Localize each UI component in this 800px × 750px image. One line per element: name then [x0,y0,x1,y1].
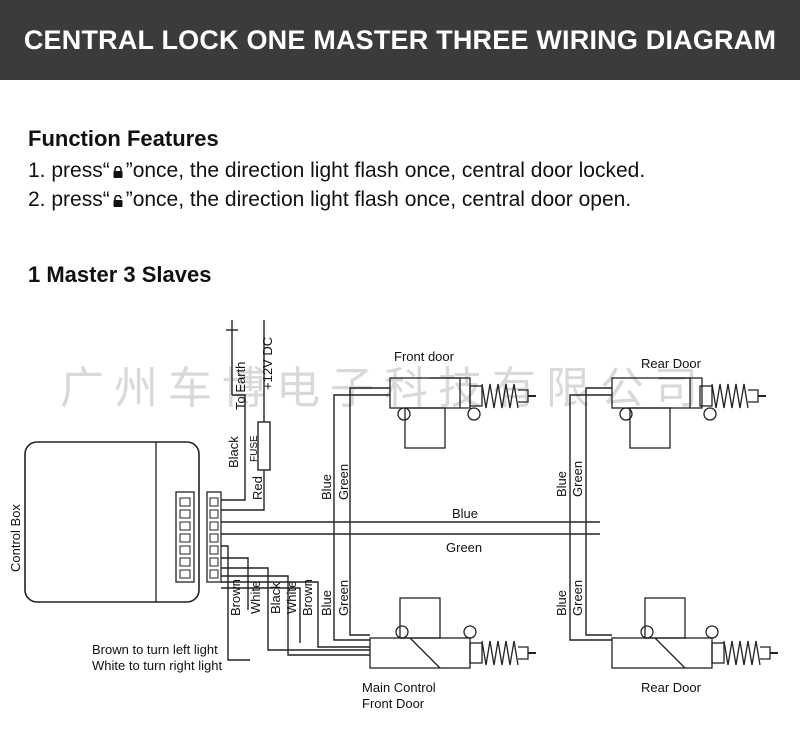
rear-bottom-green-label: Green [570,580,585,616]
fuse-label: FUSE [249,435,260,462]
rear-bottom-blue-label: Blue [554,590,569,616]
control-box: Control Box [8,441,222,603]
master-label-line2: Front Door [362,696,425,711]
bus-green-label: Green [446,540,482,555]
feature-1-suffix: ”once, the direction light flash once, c… [125,159,646,182]
lock-open-icon [113,195,123,207]
rear-door-top-label: Rear Door [641,356,702,371]
features-heading: Function Features [28,126,219,151]
feature-1-prefix: 1. press“ [28,159,110,182]
rear-door-bottom-label: Rear Door [641,680,702,695]
rear-door-bottom-actuator [611,597,779,669]
white-note: White to turn right light [92,658,222,673]
black-wire-label: Black [226,436,241,468]
front-door-label: Front door [394,349,455,364]
bus-blue-label: Blue [452,506,478,521]
dc-label: +12V DC [260,337,275,390]
wire-harness [221,320,612,661]
bottom-brown2-label: Brown [300,579,315,616]
red-wire-label: Red [250,476,265,500]
lock-closed-icon [113,166,123,178]
diagram-heading: 1 Master 3 Slaves [28,262,212,287]
rear-top-green-label: Green [570,461,585,497]
rear-top-blue-label: Blue [554,471,569,497]
bottom-white2-label: White [284,581,299,614]
rear-door-top-actuator [611,377,767,449]
feature-2-suffix: ”once, the direction light flash once, c… [125,188,632,211]
master-actuator [369,597,537,669]
bottom-black-label: Black [268,582,283,614]
bottom-white-label: White [248,581,263,614]
front-door-green-label: Green [336,464,351,500]
feature-line-2: 2. press“ ”once, the direction light flas… [28,188,631,212]
brown-note: Brown to turn left light [92,642,218,657]
control-box-label: Control Box [8,504,23,572]
earth-label: To Earth [233,362,248,410]
front-door-blue-label: Blue [319,474,334,500]
bottom-blue-label: Blue [319,590,334,616]
wiring-diagram: Control Box To Earth +12V DC FUSE B [8,320,779,711]
bottom-brown-label: Brown [228,579,243,616]
feature-line-1: 1. press“ ”once, the direction light flas… [28,159,645,183]
bottom-green-label: Green [336,580,351,616]
feature-2-prefix: 2. press“ [28,188,110,211]
master-label-line1: Main Control [362,680,436,695]
header-banner: CENTRAL LOCK ONE MASTER THREE WIRING DIA… [0,0,800,80]
page-title: CENTRAL LOCK ONE MASTER THREE WIRING DIA… [23,24,777,55]
front-door-actuator [389,377,537,449]
